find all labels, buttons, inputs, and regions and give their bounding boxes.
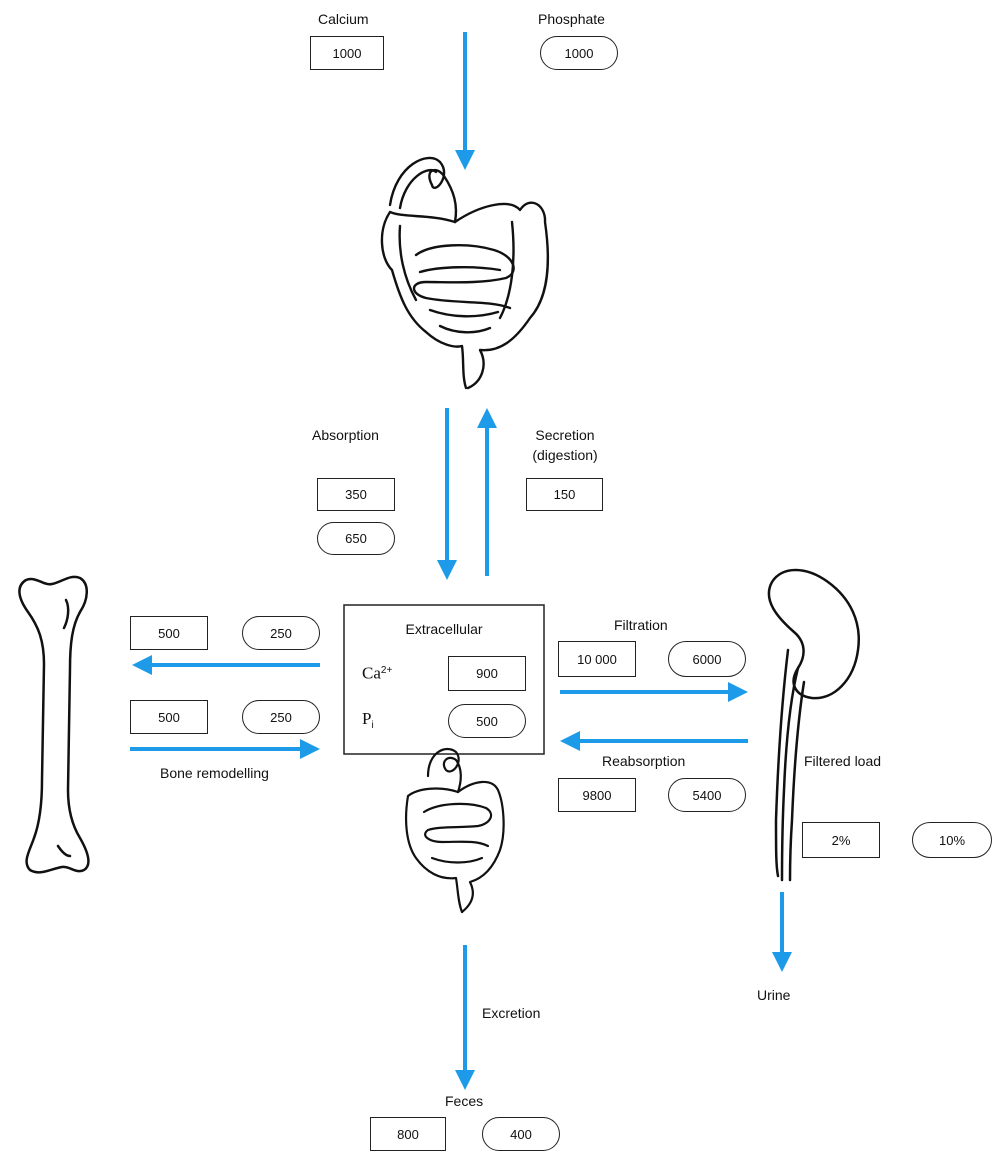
filtration-phosphate-box: 6000 [668, 641, 746, 677]
intake-calcium-box: 1000 [310, 36, 384, 70]
intestine-icon [382, 158, 548, 388]
calcium-ion-label: Ca2+ [362, 662, 392, 683]
intake-phosphate-box: 1000 [540, 36, 618, 70]
filtration-calcium-box: 10 000 [558, 641, 636, 677]
reabsorption-calcium-box: 9800 [558, 778, 636, 812]
reabsorption-phosphate-box: 5400 [668, 778, 746, 812]
legend-calcium-label: Calcium [318, 10, 369, 28]
secretion-label: Secretion [520, 426, 610, 444]
feces-calcium-box: 800 [370, 1117, 446, 1151]
reabsorption-label: Reabsorption [602, 752, 685, 770]
feces-phosphate-box: 400 [482, 1117, 560, 1151]
phosphate-ion-label: Pi [362, 710, 374, 735]
extracellular-calcium-box: 900 [448, 656, 526, 691]
urine-label: Urine [757, 986, 790, 1004]
filtered-load-label: Filtered load [804, 752, 881, 770]
extracellular-phosphate-box: 500 [448, 704, 526, 738]
from-bone-calcium-box: 500 [130, 700, 208, 734]
to-bone-phosphate-box: 250 [242, 616, 320, 650]
secretion-sublabel: (digestion) [520, 446, 610, 464]
absorption-label: Absorption [312, 426, 379, 444]
absorption-phosphate-box: 650 [317, 522, 395, 555]
to-bone-calcium-box: 500 [130, 616, 208, 650]
from-bone-phosphate-box: 250 [242, 700, 320, 734]
secretion-calcium-box: 150 [526, 478, 603, 511]
small-intestine-icon [406, 749, 504, 912]
legend-phosphate-label: Phosphate [538, 10, 605, 28]
filtered-load-calcium-box: 2% [802, 822, 880, 858]
extracellular-title: Extracellular [344, 620, 544, 638]
excretion-label: Excretion [482, 1004, 540, 1022]
feces-label: Feces [445, 1092, 483, 1110]
absorption-calcium-box: 350 [317, 478, 395, 511]
femur-icon [19, 577, 88, 872]
filtration-label: Filtration [614, 616, 668, 634]
filtered-load-phosphate-box: 10% [912, 822, 992, 858]
bone-remodelling-label: Bone remodelling [160, 764, 269, 782]
